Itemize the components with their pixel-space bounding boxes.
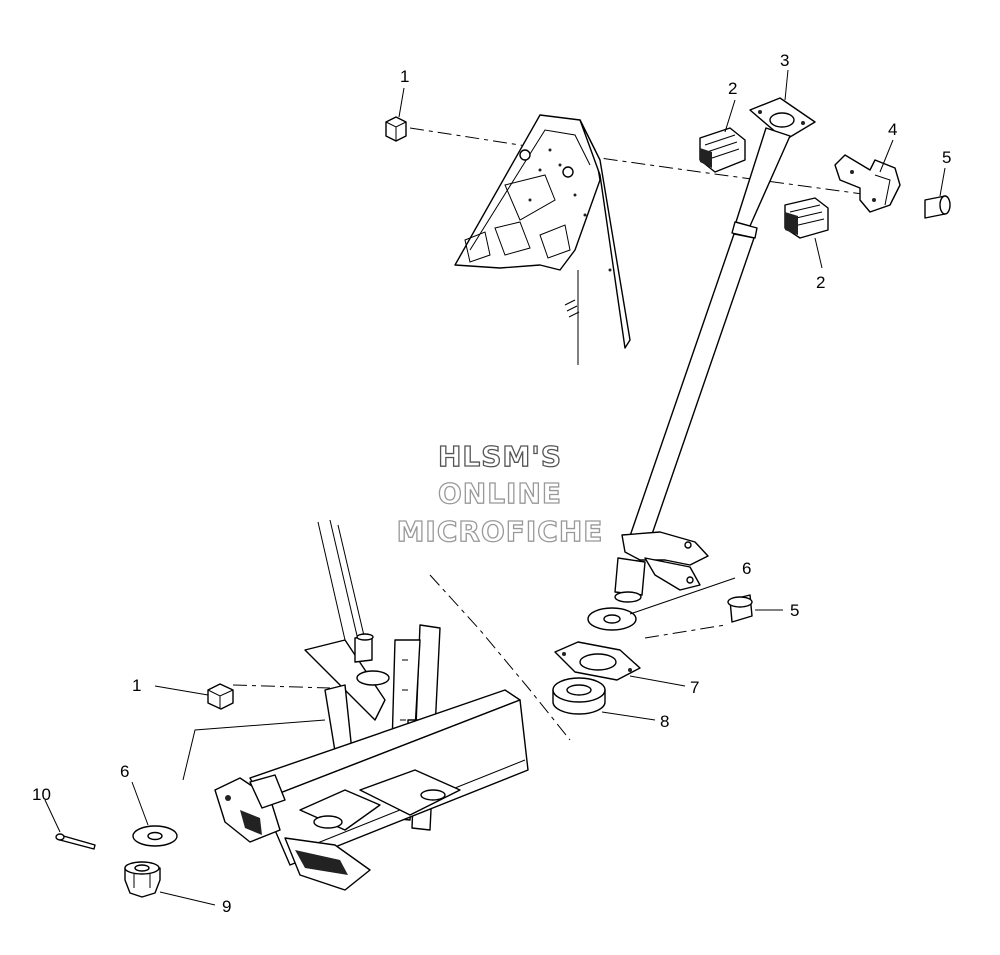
leader-2-top — [724, 99, 736, 133]
callout-2-top: 2 — [728, 79, 737, 98]
leader-1-left — [154, 685, 209, 696]
leader-frame — [182, 719, 326, 781]
leader-10 — [44, 799, 61, 833]
leader-6-left — [131, 781, 149, 826]
bushing-part-2-lower — [784, 197, 829, 239]
bolt-part-5-mid — [727, 594, 753, 623]
alignment-line-left — [232, 684, 331, 689]
callout-9: 9 — [222, 897, 231, 916]
callout-5-top: 5 — [942, 148, 951, 167]
washer-part-6-right — [587, 607, 637, 631]
clamp-part-4 — [834, 154, 901, 213]
castle-nut-part-9 — [124, 861, 161, 898]
callout-5-mid: 5 — [790, 601, 799, 620]
callout-4: 4 — [888, 120, 897, 139]
leader-2-mid — [814, 237, 823, 269]
callout-2-mid: 2 — [816, 273, 825, 292]
callout-6-right: 6 — [742, 559, 751, 578]
alignment-line-frame — [429, 574, 571, 741]
callout-10: 10 — [32, 785, 51, 804]
steering-post-part-3 — [614, 97, 816, 603]
leader-1-top — [398, 87, 405, 118]
dash-bracket-plate — [454, 114, 631, 365]
callout-3: 3 — [780, 51, 789, 70]
callout-7: 7 — [690, 678, 699, 697]
nut-part-1-top — [385, 116, 407, 142]
watermark-line-1: HLSM'S — [438, 440, 562, 473]
bearing-part-8 — [552, 677, 606, 715]
frame-assembly — [214, 519, 529, 891]
leader-3 — [784, 69, 789, 101]
callout-8: 8 — [660, 712, 669, 731]
bolt-part-5-top — [924, 195, 951, 219]
leader-9 — [159, 891, 216, 906]
watermark-line-3: MICROFICHE — [397, 515, 604, 548]
leader-8 — [601, 711, 656, 721]
alignment-line-top — [409, 127, 871, 196]
flange-part-7 — [554, 641, 641, 681]
leader-4 — [879, 139, 894, 173]
leader-5-top — [939, 167, 946, 197]
cotter-pin-part-10 — [55, 833, 96, 850]
nut-part-1-left — [207, 683, 234, 710]
callout-1-left: 1 — [132, 676, 141, 695]
watermark-line-2: ONLINE — [438, 477, 562, 510]
alignment-line-bolt — [644, 624, 726, 639]
leader-7 — [629, 675, 686, 687]
callout-1-top: 1 — [400, 67, 409, 86]
leader-6-right — [629, 577, 736, 615]
washer-part-6-left — [132, 825, 178, 847]
callout-6-left: 6 — [120, 762, 129, 781]
bushing-part-2-upper — [699, 127, 746, 173]
